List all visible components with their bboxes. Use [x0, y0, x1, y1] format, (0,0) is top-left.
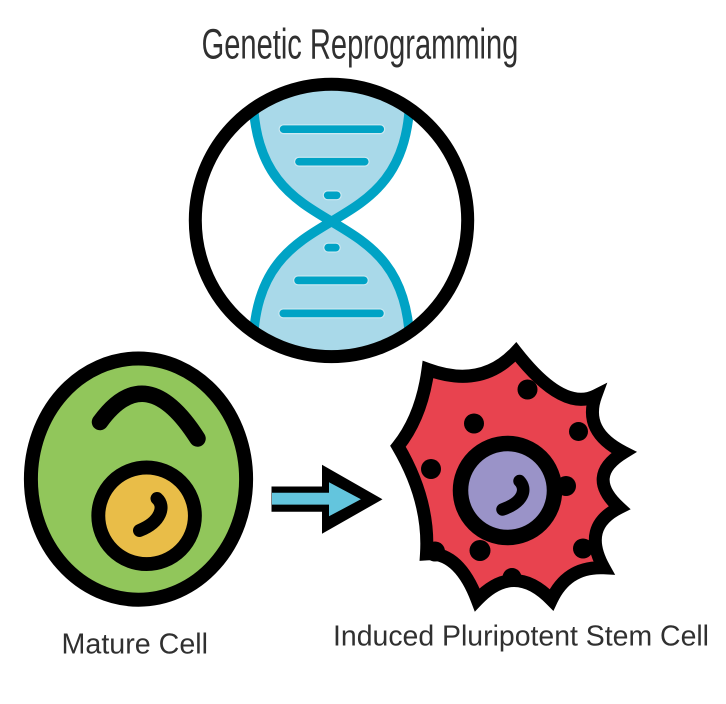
svg-text:Mature Cell: Mature Cell [62, 629, 209, 661]
svg-text:Genetic Reprogramming: Genetic Reprogramming [202, 20, 519, 67]
svg-text:Induced Pluripotent Stem Cell: Induced Pluripotent Stem Cell [333, 621, 709, 653]
